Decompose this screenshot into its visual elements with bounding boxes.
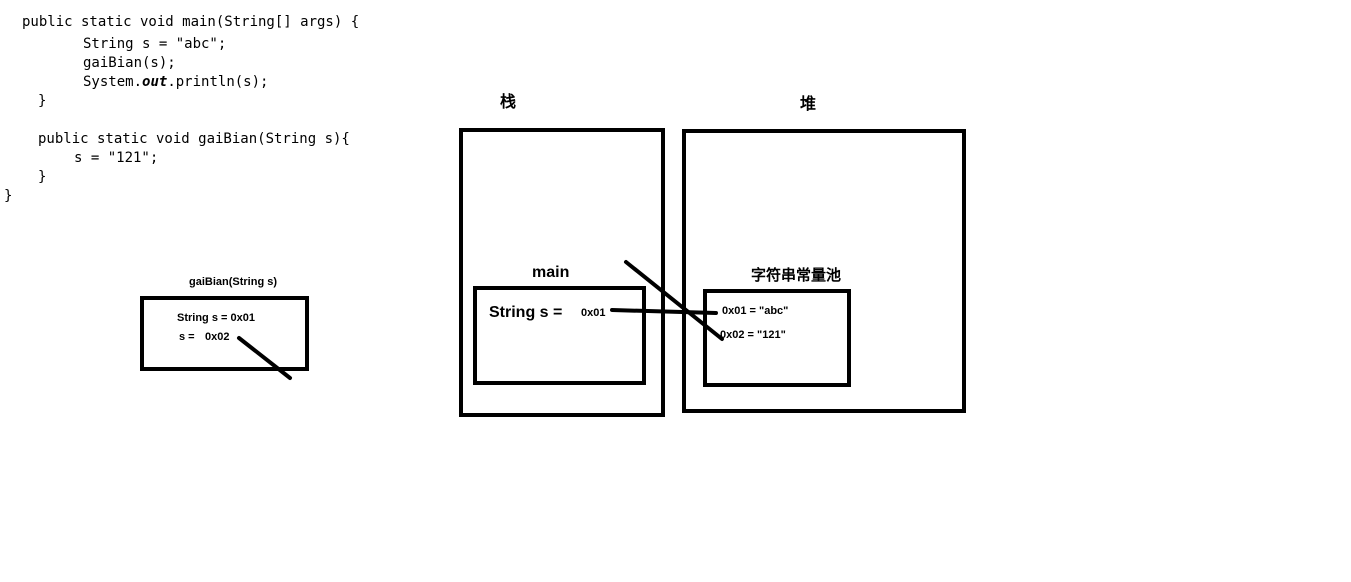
method-frame-title: gaiBian(String s) (189, 276, 278, 288)
code-println-suffix: .println(s); (167, 74, 269, 90)
code-line-main-signature: public static void main(String[] args) { (22, 14, 360, 30)
main-frame-box (473, 286, 646, 385)
main-var-value: 0x01 (581, 307, 606, 319)
main-var-label: String s = (489, 304, 563, 321)
code-println-prefix: System. (83, 74, 143, 90)
heap-title: 堆 (800, 96, 817, 113)
code-line-main-close: } (38, 93, 47, 109)
main-frame-label: main (532, 264, 570, 281)
code-println-out: out (142, 74, 168, 90)
code-line-reassign: s = "121"; (74, 150, 159, 166)
code-line-println: System.out.println(s); (83, 73, 268, 92)
method-frame-line2-label: s = (179, 331, 195, 343)
method-frame-line1: String s = 0x01 (177, 312, 255, 324)
code-line-class-close: } (4, 188, 13, 204)
method-frame-box (140, 296, 309, 371)
code-line-call-gaibian: gaiBian(s); (83, 55, 176, 71)
code-line-gaibian-close: } (38, 169, 47, 185)
code-line-gaibian-signature: public static void gaiBian(String s){ (38, 131, 350, 147)
string-pool-label: 字符串常量池 (751, 267, 842, 284)
pool-entry-121: 0x02 = "121" (720, 329, 786, 341)
method-frame-line2-value: 0x02 (205, 331, 230, 343)
pool-entry-abc: 0x01 = "abc" (722, 305, 789, 317)
stack-title: 栈 (500, 94, 517, 111)
code-line-string-assign: String s = "abc"; (83, 36, 227, 52)
